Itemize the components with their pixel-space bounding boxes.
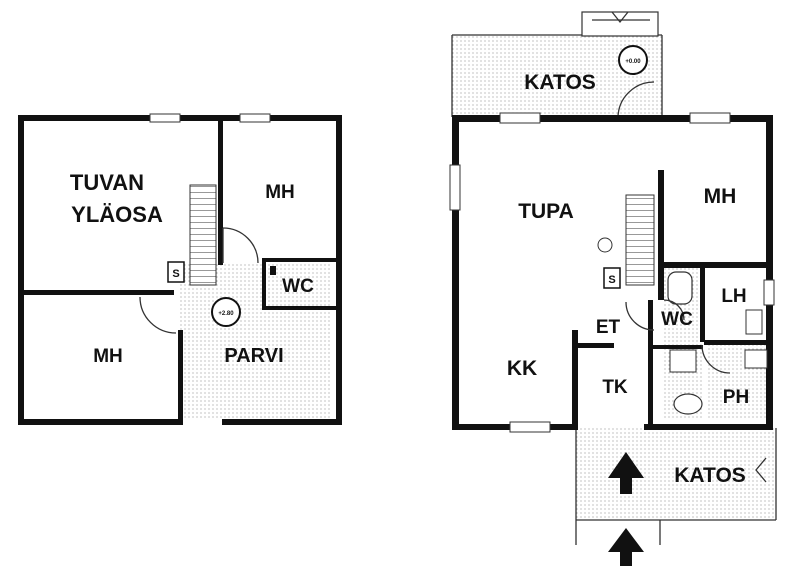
room-label-ylaosa: YLÄOSA [71, 202, 163, 227]
ground-s-label: S [608, 274, 615, 286]
ground-floor-plan: +0.00 S [449, 11, 777, 566]
room-label-katos-bottom: KATOS [674, 464, 746, 487]
room-label-wc-ground: WC [661, 309, 693, 330]
room-label-tupa: TUPA [518, 200, 574, 223]
room-label-katos-top: KATOS [524, 71, 596, 94]
room-label-mh-upper-top: MH [265, 182, 295, 203]
room-label-tk: TK [602, 377, 628, 398]
katos-bottom-area [576, 428, 776, 520]
room-label-tuvan: TUVAN [70, 170, 144, 195]
room-label-ph: PH [723, 387, 749, 408]
room-label-kk: KK [507, 357, 537, 380]
entrance-arrow-bottom-icon [608, 528, 644, 566]
ground-level-text: +0.00 [625, 59, 641, 65]
room-label-mh-ground: MH [704, 185, 737, 208]
upper-level-text: +2.80 [218, 311, 234, 317]
upper-s-label: S [172, 268, 179, 280]
entrance-arrow-icon [608, 452, 644, 494]
room-label-lh: LH [721, 286, 746, 307]
room-label-parvi: PARVI [224, 345, 283, 367]
room-label-mh-upper-bottom: MH [93, 346, 123, 367]
ground-staircase [625, 194, 655, 286]
upper-floor-plan: +2.80 S TUVAN YLÄOSA MH WC MH PARVI [18, 113, 342, 425]
upper-staircase [189, 184, 217, 286]
room-label-wc-upper: WC [282, 276, 314, 297]
parvi-floor-area [180, 262, 332, 418]
room-label-et: ET [596, 317, 621, 338]
ground-level-marker [618, 45, 648, 75]
upper-level-marker [211, 297, 241, 327]
